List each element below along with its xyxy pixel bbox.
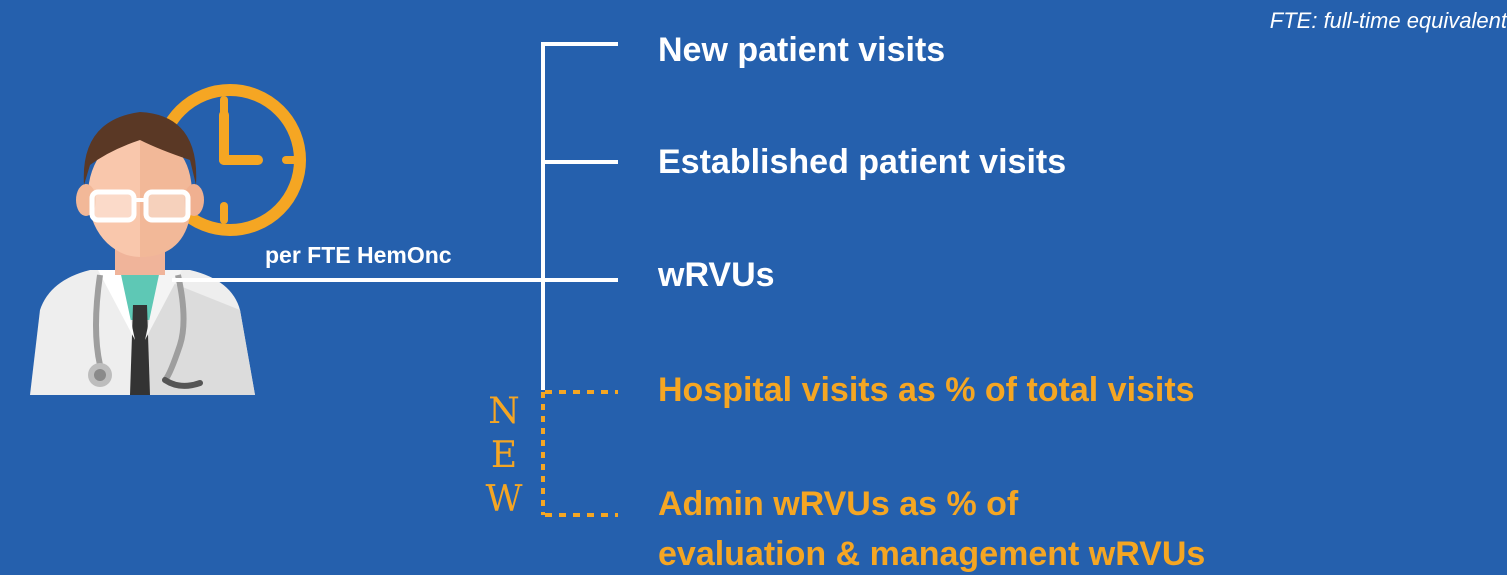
doctor-with-clock-icon (30, 84, 306, 395)
metric-wrvus: wRVUs (658, 256, 775, 294)
metric-admin-wrvus-line2: evaluation & management wRVUs (658, 535, 1206, 573)
new-marker-letter: W (485, 479, 523, 520)
new-marker-letter: N (488, 391, 520, 432)
footnote: FTE: full-time equivalent (1269, 8, 1507, 33)
metric-admin-wrvus-line1: Admin wRVUs as % of (658, 485, 1019, 523)
connector-label: per FTE HemOnc (265, 242, 452, 268)
metric-hospital-visits: Hospital visits as % of total visits (658, 371, 1195, 409)
new-marker: N E W (482, 390, 526, 522)
metric-established-patient-visits: Established patient visits (658, 143, 1067, 181)
new-marker-letter: E (490, 435, 518, 476)
metric-new-patient-visits: New patient visits (658, 31, 946, 69)
